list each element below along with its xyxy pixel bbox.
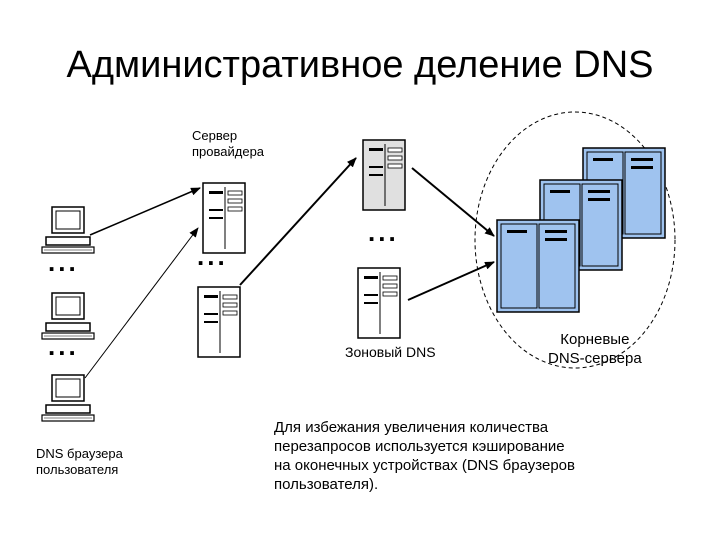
- zone-dns-label: Зоновый DNS: [345, 344, 436, 360]
- user-browser-label: DNS браузера пользователя: [36, 446, 123, 477]
- ellipsis-mark: ...: [197, 241, 228, 271]
- arrow-zone-to-root: [407, 261, 495, 301]
- ellipsis-mark: ...: [368, 217, 399, 247]
- root-server-icon: [496, 219, 580, 313]
- arrow-user-to-provider: [89, 187, 201, 236]
- arrow-intermediate-to-root: [411, 167, 495, 237]
- zone-dns-server-icon: [357, 267, 401, 339]
- provider-server-label: Сервер провайдера: [192, 128, 265, 159]
- intermediate-server-icon: [362, 139, 406, 211]
- caching-note: Для избежания увеличения количества пере…: [274, 419, 575, 493]
- provider-server-icon: [197, 286, 241, 358]
- root-servers-label: Корневые DNS-сервера: [548, 331, 642, 367]
- arrow-provider-to-intermediate: [239, 157, 357, 286]
- ellipsis-mark: ...: [48, 247, 79, 277]
- arrow-user-to-provider: [84, 227, 199, 379]
- ellipsis-mark: ...: [48, 331, 79, 361]
- root-servers-boundary: [474, 111, 676, 369]
- page-title: Административное деление DNS: [66, 44, 654, 86]
- user-computer-icon: [41, 374, 95, 422]
